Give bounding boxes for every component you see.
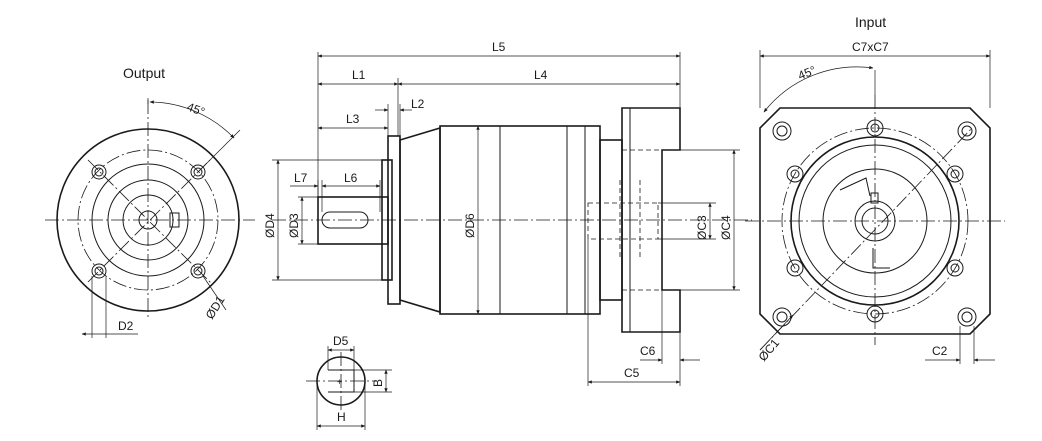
l3-label: L3 <box>346 112 360 126</box>
output-flange-circle <box>56 128 240 312</box>
output-bolt-holes <box>91 164 206 279</box>
c5-label: C5 <box>624 366 640 380</box>
output-shaft-outer-circle <box>122 194 174 246</box>
input-clamp-circle <box>822 168 928 274</box>
d2-label: D2 <box>118 319 134 333</box>
b-label: B <box>371 379 385 387</box>
c2-label: C2 <box>932 344 948 358</box>
c1-label: ØC1 <box>756 336 783 364</box>
output-angle-arc <box>149 100 235 139</box>
c4-label: ØC4 <box>719 215 733 240</box>
d6-label: ØD6 <box>463 213 477 238</box>
h-label: H <box>337 410 346 424</box>
input-pilot-circle <box>798 144 952 298</box>
l6-label: L6 <box>344 171 358 185</box>
l2-label: L2 <box>411 97 425 111</box>
input-bolt-holes <box>786 119 964 323</box>
side-view: L5 L1 L4 L2 L3 L7 L6 ØD4 ØD3 <box>263 40 752 386</box>
output-key-slot <box>169 212 180 228</box>
output-angle-label: 45° <box>185 100 207 119</box>
l5-label: L5 <box>492 40 506 54</box>
input-square-flange <box>759 107 991 335</box>
input-angle-arc <box>763 65 874 113</box>
d5-label: D5 <box>333 334 349 348</box>
svg-text:+: + <box>337 377 342 387</box>
input-clamp-slot <box>839 177 871 197</box>
output-shaft-circle <box>138 210 158 230</box>
l4-label: L4 <box>534 68 548 82</box>
input-bolt-circle <box>781 127 969 315</box>
key-detail-view: + D5 B H <box>306 334 392 430</box>
d3-label: ØD3 <box>287 213 301 238</box>
output-bolt-circle <box>77 149 219 291</box>
input-angle-label: 45° <box>796 63 818 83</box>
hidden-input-bore <box>587 202 659 240</box>
input-view-title: Input <box>855 14 886 30</box>
d4-label: ØD4 <box>263 213 277 238</box>
l1-label: L1 <box>352 68 366 82</box>
output-view-title: Output <box>123 65 165 81</box>
output-pilot-circle <box>107 179 189 261</box>
output-hub-circle <box>91 163 205 277</box>
shaft-keyway <box>321 211 369 229</box>
input-view: Input C7xC7 <box>745 14 1005 364</box>
input-corner-holes <box>772 121 977 327</box>
c6-label: C6 <box>640 344 656 358</box>
c3-label: ØC3 <box>695 215 709 240</box>
c1-leader <box>759 314 794 351</box>
output-shaft <box>317 196 389 245</box>
d1-leader <box>202 275 227 311</box>
c7-label: C7xC7 <box>852 40 889 54</box>
input-bore-circle <box>854 200 896 242</box>
output-view: Output 45° ØD1 D2 <box>45 65 255 338</box>
l7-label: L7 <box>294 171 308 185</box>
output-diagonal-centerline-2 <box>87 159 211 283</box>
input-pilot-outer-circle <box>790 136 960 306</box>
input-shaft-circle <box>861 207 889 235</box>
shaft-shoulder <box>381 159 393 281</box>
